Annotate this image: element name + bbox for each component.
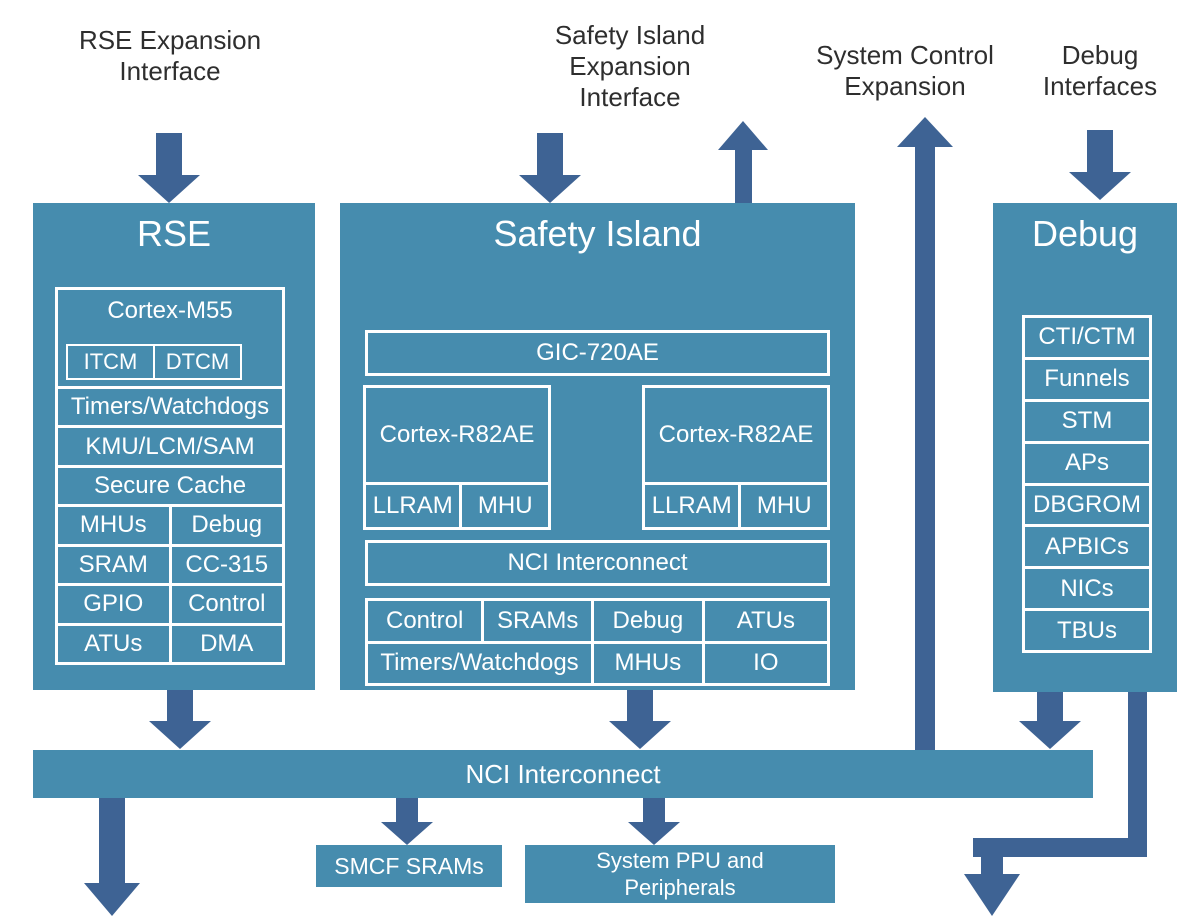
tcm-box: ITCM DTCM	[66, 344, 242, 380]
mhu-cell: MHU	[756, 492, 812, 519]
rse-row-timers: Timers/Watchdogs	[58, 386, 282, 425]
debug-if-line1: Debug	[1061, 40, 1139, 70]
si-expansion-line3: Interface	[579, 82, 681, 112]
rse-cell-dma: DMA	[168, 625, 283, 662]
cortex-m55-label: Cortex-M55	[107, 297, 233, 324]
cortex-r82ae-label: Cortex-R82AE	[658, 421, 814, 448]
sysctl-line2: Expansion	[844, 71, 966, 101]
rse-cell-debug: Debug	[168, 507, 283, 544]
system-ppu-peripherals-block: System PPU and Peripherals	[525, 845, 835, 903]
debug-row-dbgrom: DBGROM	[1025, 482, 1149, 525]
si-cell-atus: ATUs	[701, 601, 827, 641]
rse-cell-atus: ATUs	[84, 629, 143, 657]
safety-island-expansion-interface-label: Safety Island Expansion Interface	[520, 20, 740, 113]
mhu-cell: MHU	[477, 492, 533, 519]
nci-interconnect-bar: NCI Interconnect	[33, 750, 1093, 798]
si-nci-interconnect-box: NCI Interconnect	[365, 540, 830, 586]
rse-title: RSE	[136, 213, 212, 254]
si-grid-row2: Timers/Watchdogs MHUs IO	[368, 640, 827, 683]
debug-row-cti-ctm: CTI/CTM	[1038, 323, 1136, 351]
si-peripheral-grid: Control SRAMs Debug ATUs Timers/Watchdog…	[365, 598, 830, 686]
rse-row-gpio-control: GPIO Control	[58, 583, 283, 623]
safety-island-title: Safety Island	[493, 213, 702, 254]
cortex-r82ae-label: Cortex-R82AE	[379, 421, 535, 448]
debug-row-stm: STM	[1025, 398, 1149, 441]
rse-cell-sram: SRAM	[78, 550, 148, 578]
si-grid-row1: Control SRAMs Debug ATUs	[368, 601, 827, 641]
core-mem-row: LLRAM MHU	[645, 482, 827, 527]
sysctl-line1: System Control	[816, 40, 994, 70]
safety-island-block: Safety Island GIC-720AE Cortex-R82AE LLR…	[340, 203, 855, 690]
debug-row-aps: APs	[1025, 440, 1149, 483]
rse-expansion-line2: Interface	[119, 56, 221, 86]
rse-expansion-interface-label: RSE Expansion Interface	[45, 25, 295, 87]
smcf-srams-block: SMCF SRAMs	[316, 845, 502, 887]
si-cell-io: IO	[701, 643, 827, 683]
debug-row-nics: NICs	[1025, 566, 1149, 608]
debug-row-tbus: TBUs	[1025, 608, 1149, 650]
system-control-expansion-label: System Control Expansion	[780, 40, 1030, 102]
rse-row-mhus-debug: MHUs Debug	[58, 504, 283, 544]
debug-if-line2: Interfaces	[1042, 71, 1158, 101]
rse-cell-control: Control	[168, 586, 283, 623]
si-cell-srams: SRAMs	[481, 601, 591, 641]
dtcm-box: DTCM	[153, 346, 240, 378]
rse-block: RSE Cortex-M55 ITCM DTCM Timers/Watchdog…	[33, 203, 315, 690]
gic-720ae-box: GIC-720AE	[365, 330, 830, 376]
cortex-r82ae-box-left: Cortex-R82AE LLRAM MHU	[363, 385, 551, 530]
llram-cell: LLRAM	[366, 485, 463, 527]
cortex-m55-box: Cortex-M55 ITCM DTCM	[58, 290, 282, 386]
rse-stack: Cortex-M55 ITCM DTCM Timers/Watchdogs KM…	[55, 287, 285, 665]
debug-row-apbics: APBICs	[1025, 524, 1149, 566]
si-cell-timers: Timers/Watchdogs	[380, 649, 579, 677]
itcm-box: ITCM	[83, 349, 138, 374]
si-expansion-line2: Expansion	[569, 51, 691, 81]
core-mem-row: LLRAM MHU	[366, 482, 548, 527]
rse-row-atus-dma: ATUs DMA	[58, 622, 283, 662]
si-cell-control: Control	[385, 606, 464, 634]
debug-interfaces-label: Debug Interfaces	[1000, 40, 1200, 102]
debug-row-funnels: Funnels	[1025, 356, 1149, 399]
rse-expansion-line1: RSE Expansion	[78, 25, 262, 55]
debug-title: Debug	[1031, 213, 1139, 254]
llram-cell: LLRAM	[645, 485, 742, 527]
si-expansion-line1: Safety Island	[554, 20, 706, 50]
rse-row-sram-cc315: SRAM CC-315	[58, 543, 283, 584]
ppu-line2: Peripherals	[624, 875, 736, 900]
si-cell-debug: Debug	[591, 601, 702, 641]
rse-row-kmu: KMU/LCM/SAM	[58, 425, 282, 464]
debug-stack: CTI/CTM Funnels STM APs DBGROM APBICs NI…	[1022, 315, 1152, 653]
debug-block: Debug CTI/CTM Funnels STM APs DBGROM APB…	[993, 203, 1177, 692]
rse-cell-gpio: GPIO	[83, 590, 144, 618]
cortex-r82ae-box-right: Cortex-R82AE LLRAM MHU	[642, 385, 830, 530]
ppu-line1: System PPU and	[596, 848, 764, 873]
rse-row-secure-cache: Secure Cache	[58, 464, 282, 504]
rse-cell-mhus: MHUs	[79, 511, 147, 539]
rse-cell-cc315: CC-315	[168, 546, 283, 584]
si-cell-mhus: MHUs	[591, 643, 702, 683]
